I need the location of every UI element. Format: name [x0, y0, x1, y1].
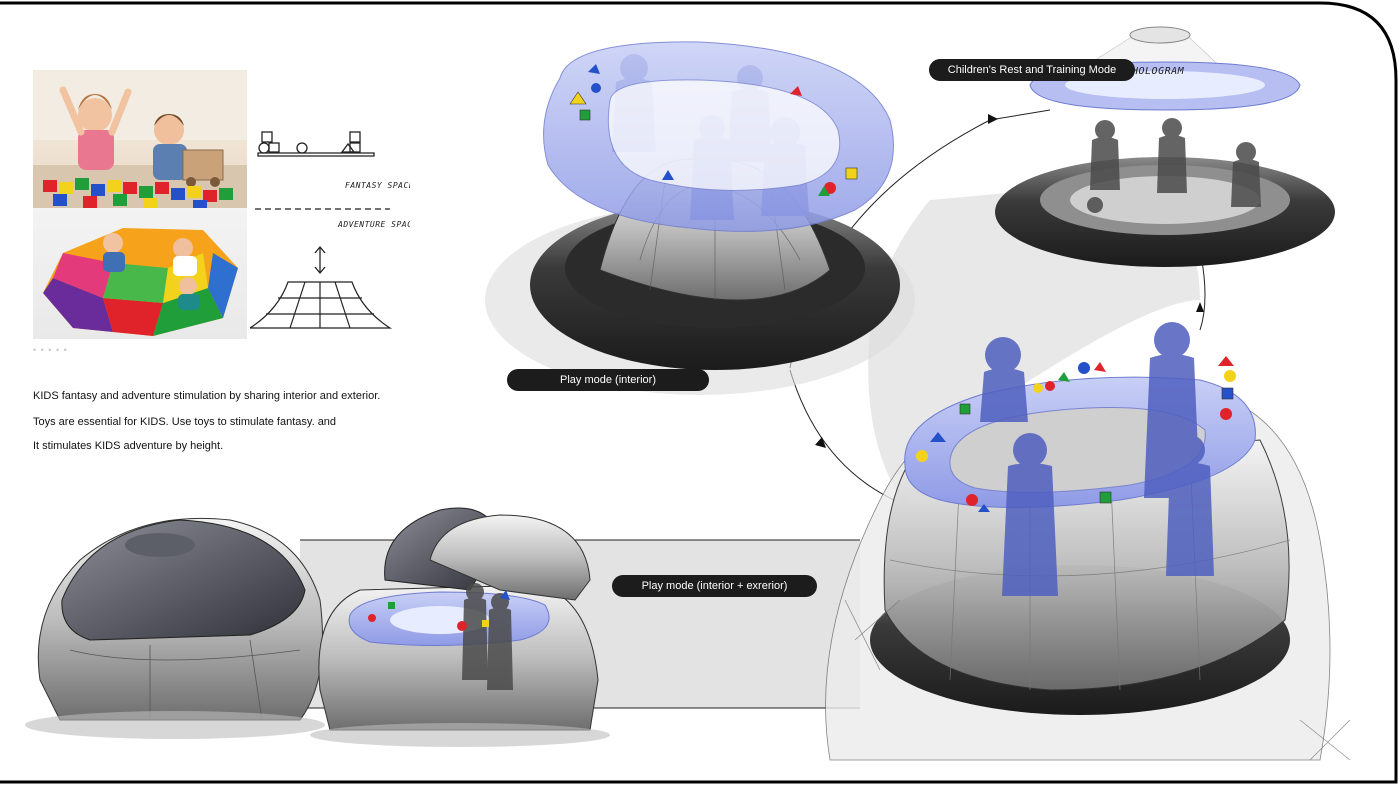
cycle-arrow-icon	[815, 437, 826, 448]
description-line-3: It stimulates KIDS adventure by height.	[33, 440, 224, 452]
kids-playing-blocks-photo	[33, 70, 247, 208]
hologram-label: HOLOGRAM	[1131, 66, 1185, 77]
rest-training-mode-label: Children's Rest and Training Mode	[929, 59, 1135, 81]
closed-car	[25, 517, 325, 739]
car-roof-panel	[429, 514, 591, 601]
description-line-2: Toys are essential for KIDS. Use toys to…	[33, 416, 337, 428]
description-line-1: KIDS fantasy and adventure stimulation b…	[33, 390, 381, 402]
toy-pieces-icon	[916, 356, 1236, 512]
adventure-space-label: ADVENTURE SPACE	[337, 220, 410, 229]
cycle-arrow-icon	[1196, 302, 1204, 312]
height-arrow-icon	[314, 245, 326, 275]
toys-on-line-sketch	[257, 131, 375, 157]
platform-grid-sketch	[250, 281, 393, 329]
play-interior-mode-label: Play mode (interior)	[507, 369, 709, 391]
cycle-arrow-icon	[988, 114, 998, 124]
faded-photo-caption: • • • • •	[33, 345, 68, 355]
concept-sketch: FANTASY SPACE ADVENTURE SPACE	[250, 131, 410, 329]
rest-training-pod: HOLOGRAM	[995, 26, 1335, 267]
child-silhouettes-icon	[980, 322, 1214, 596]
play-interior-exterior-mode-label: Play mode (interior + exrerior)	[612, 575, 817, 597]
kids-soft-play-photo	[33, 208, 247, 339]
fantasy-space-label: FANTASY SPACE	[345, 181, 410, 190]
resting-children-icon	[1087, 118, 1261, 213]
toy-pieces-icon	[368, 590, 510, 631]
toy-pieces-icon	[569, 64, 858, 196]
large-play-car	[825, 322, 1351, 761]
opening-car	[310, 507, 610, 747]
play-interior-pod	[485, 41, 915, 395]
